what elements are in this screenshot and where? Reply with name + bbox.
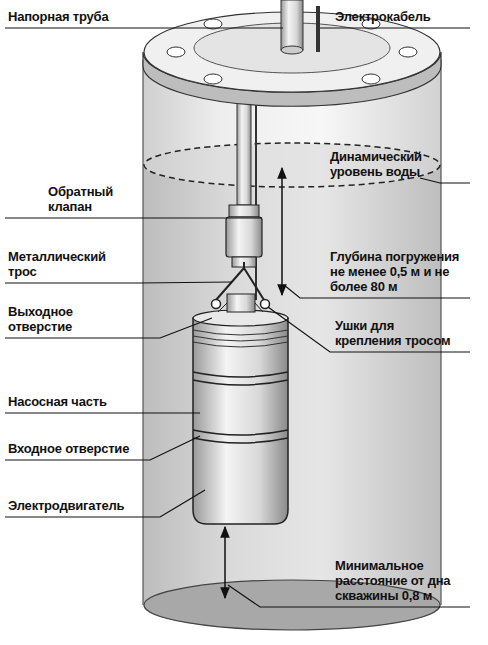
pump-body (193, 380, 288, 385)
part-label: Насосная часть (8, 394, 158, 409)
part-label: Обратный клапан (48, 184, 143, 214)
part-label: Динамический уровень воды (330, 149, 450, 179)
leader-line (268, 307, 470, 352)
leader-line (5, 28, 470, 607)
pump-body (212, 300, 221, 309)
well-casing (440, 60, 441, 605)
leader-line (420, 178, 470, 183)
leader-line (5, 412, 200, 413)
pump-body (193, 294, 288, 524)
part-label: Минимальное расстояние от дна скважины 0… (335, 558, 485, 603)
outlet-pipe (281, 0, 320, 54)
check-valve (226, 205, 262, 267)
outlet-pipe (281, 0, 303, 50)
outlet-pipe (316, 6, 320, 52)
pump-body (227, 294, 255, 312)
electric-cable (256, 88, 257, 300)
pump-body (193, 438, 288, 443)
part-label: Напорная труба (8, 9, 208, 24)
flange (204, 74, 222, 84)
part-label: Электрокабель (335, 9, 475, 24)
pump-body (218, 303, 263, 312)
flange (362, 74, 380, 84)
pump-body (193, 342, 288, 347)
dimension-arrow (224, 527, 226, 598)
electric-cable (255, 88, 257, 300)
part-label: Ушки для крепления тросом (335, 318, 460, 348)
flange (399, 47, 417, 57)
flange (167, 47, 185, 57)
dimension-arrow (281, 168, 283, 295)
leader-line (5, 490, 205, 517)
steel-rope (243, 262, 245, 270)
pump-body (193, 430, 288, 435)
leader-line (5, 217, 262, 218)
pump-body (193, 330, 288, 335)
delivery-pipe (237, 88, 251, 205)
well-casing (142, 60, 143, 605)
leader-line (5, 27, 283, 28)
leader-line (5, 436, 200, 460)
leader-line (5, 282, 232, 283)
leader-line (320, 27, 470, 28)
check-valve (226, 217, 262, 257)
part-label: Выходное отверстие (8, 304, 113, 334)
part-label: Металлический трос (8, 249, 133, 279)
part-label: Глубина погружения не менее 0,5 м и не б… (330, 249, 470, 294)
pump-body (193, 318, 288, 524)
outlet-pipe (281, 46, 303, 54)
pump-body (193, 336, 288, 341)
pump-body (193, 372, 288, 377)
part-label: Электродвигатель (8, 498, 158, 513)
delivery-pipe (237, 88, 251, 205)
part-label: Входное отверстие (8, 441, 158, 456)
check-valve (229, 205, 259, 217)
dimension-arrow (225, 168, 282, 598)
